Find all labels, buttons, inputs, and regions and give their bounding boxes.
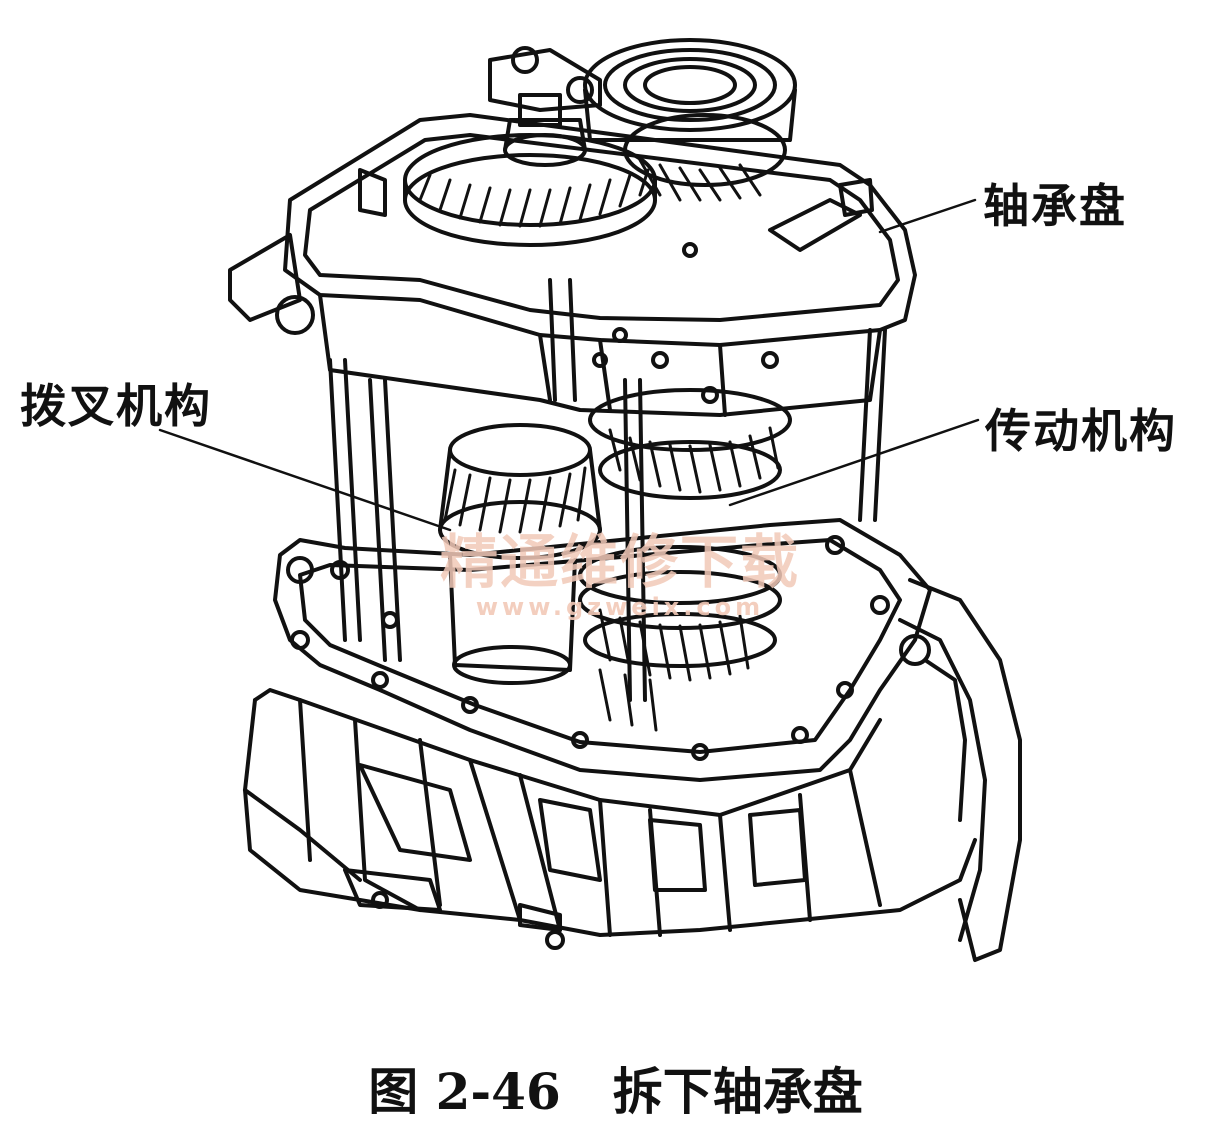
top-gear-assembly	[403, 38, 797, 247]
leader-line-shift-fork	[158, 428, 452, 532]
leader-lines	[158, 198, 980, 532]
leader-line-drive-mechanism	[728, 418, 980, 507]
drive-mechanism-gears	[438, 378, 792, 732]
figure-caption: 图 2-46 拆下轴承盘	[0, 1052, 1231, 1124]
shift-fork-rods	[328, 278, 887, 662]
label-shift-fork: 拨叉机构	[20, 379, 212, 433]
leader-line-bearing-plate	[878, 198, 977, 234]
transmission-housing	[243, 518, 1022, 962]
figure-number: 图 2-46	[368, 1062, 561, 1121]
label-drive-mechanism: 传动机构	[985, 404, 1177, 458]
label-bearing-plate: 轴承盘	[983, 179, 1127, 233]
figure-title: 拆下轴承盘	[612, 1062, 863, 1121]
